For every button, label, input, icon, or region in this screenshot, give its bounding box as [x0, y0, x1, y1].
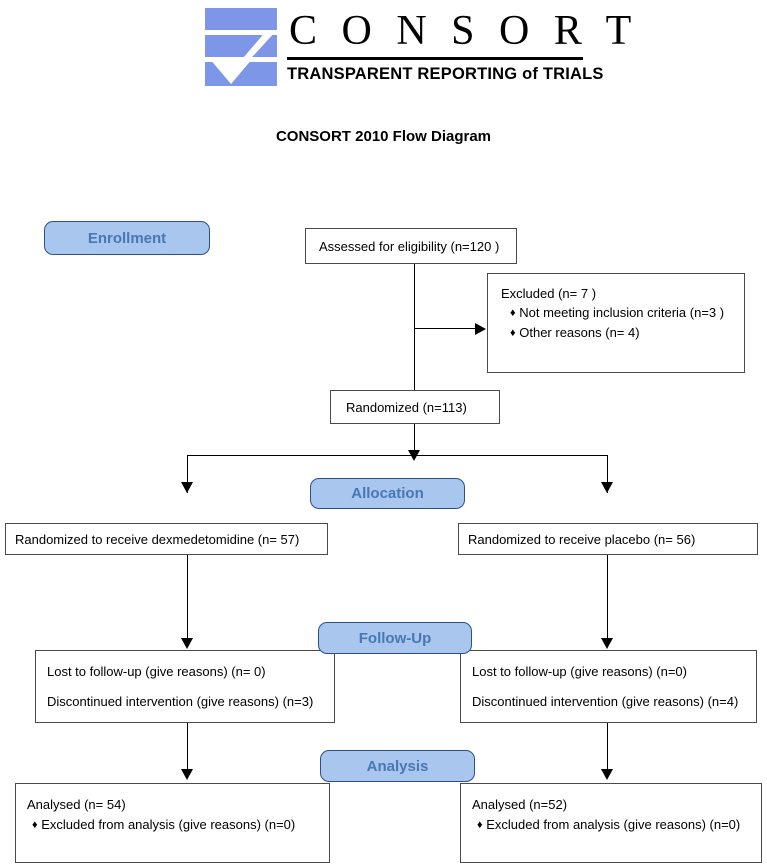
- connector-followup-right-to-analysis: [607, 723, 609, 771]
- box-followup-right: Lost to follow-up (give reasons) (n=0) D…: [460, 650, 757, 723]
- brand-divider: [287, 57, 583, 60]
- arrowhead-followup-right: [601, 638, 613, 649]
- arrowhead-to-excluded: [475, 323, 486, 335]
- diamond-bullet-icon: ♦: [510, 327, 516, 339]
- box-followup-right-line-0: Lost to follow-up (give reasons) (n=0): [472, 664, 687, 679]
- stage-label-allocation: Allocation: [310, 478, 465, 509]
- page-title: CONSORT 2010 Flow Diagram: [275, 128, 492, 145]
- connector-split-horizontal: [187, 455, 608, 457]
- box-followup-left-line-1: Discontinued intervention (give reasons)…: [47, 694, 314, 709]
- box-allocation-left-line-0: Randomized to receive dexmedetomidine (n…: [15, 532, 300, 547]
- consort-logo-block: C O N S O R T TRANSPARENT REPORTING of T…: [205, 6, 639, 90]
- arrowhead-analysis-left: [181, 769, 193, 780]
- connector-randomized-down: [414, 423, 416, 456]
- stage-label-followup: Follow-Up: [318, 622, 472, 654]
- connector-followup-left-to-analysis: [187, 723, 189, 771]
- box-excluded-bullet-1-text: Other reasons (n= 4): [519, 325, 640, 340]
- diamond-bullet-icon: ♦: [477, 819, 483, 831]
- box-excluded-bullet-0-text: Not meeting inclusion criteria (n=3 ): [519, 305, 725, 320]
- arrowhead-randomized-down: [408, 450, 420, 461]
- box-allocation-right-line-0: Randomized to receive placebo (n= 56): [468, 532, 696, 547]
- box-followup-left-line-0: Lost to follow-up (give reasons) (n= 0): [47, 664, 266, 679]
- box-analysis-right-heading: Analysed (n=52): [472, 797, 568, 812]
- arrowhead-alloc-right: [601, 482, 613, 493]
- box-allocation-right: Randomized to receive placebo (n= 56): [458, 523, 758, 555]
- box-analysis-right-bullet-0: ♦ Excluded from analysis (give reasons) …: [472, 816, 761, 834]
- brand-text: C O N S O R T: [289, 8, 639, 54]
- connector-alloc-right-to-followup: [607, 554, 609, 642]
- diamond-bullet-icon: ♦: [510, 307, 516, 319]
- stage-label-analysis: Analysis: [320, 750, 475, 782]
- box-excluded-heading: Excluded (n= 7 ): [501, 286, 597, 301]
- box-randomized: Randomized (n=113): [330, 390, 500, 424]
- box-analysis-left: Analysed (n= 54) ♦ Excluded from analysi…: [15, 783, 330, 863]
- connector-split-right-down: [607, 455, 609, 493]
- arrowhead-alloc-left: [181, 482, 193, 493]
- diamond-bullet-icon: ♦: [32, 819, 38, 831]
- arrowhead-followup-left: [181, 638, 193, 649]
- box-analysis-left-bullet-0: ♦ Excluded from analysis (give reasons) …: [27, 816, 329, 834]
- arrowhead-analysis-right: [601, 769, 613, 780]
- brand-tagline: TRANSPARENT REPORTING of TRIALS: [287, 65, 604, 83]
- box-analysis-left-bullet-0-text: Excluded from analysis (give reasons) (n…: [41, 817, 296, 832]
- consort-wordmark: C O N S O R T TRANSPARENT REPORTING of T…: [287, 6, 639, 88]
- box-excluded-bullet-0: ♦ Not meeting inclusion criteria (n=3 ): [501, 304, 744, 322]
- connector-branch-to-excluded: [414, 328, 477, 330]
- box-analysis-left-heading: Analysed (n= 54): [27, 797, 126, 812]
- box-randomized-line-0: Randomized (n=113): [346, 400, 467, 415]
- box-excluded-bullet-1: ♦ Other reasons (n= 4): [501, 324, 744, 342]
- connector-assessed-to-randomized: [414, 263, 416, 390]
- box-followup-right-line-1: Discontinued intervention (give reasons)…: [472, 694, 739, 709]
- stage-label-enrollment: Enrollment: [44, 221, 210, 255]
- connector-split-left-down: [187, 455, 189, 493]
- box-followup-left: Lost to follow-up (give reasons) (n= 0) …: [35, 650, 335, 723]
- box-analysis-right: Analysed (n=52) ♦ Excluded from analysis…: [460, 783, 762, 863]
- connector-alloc-left-to-followup: [187, 554, 189, 642]
- box-assessed-for-eligibility: Assessed for eligibility (n=120 ): [305, 228, 517, 264]
- box-excluded: Excluded (n= 7 ) ♦ Not meeting inclusion…: [487, 273, 745, 373]
- box-analysis-right-bullet-0-text: Excluded from analysis (give reasons) (n…: [486, 817, 741, 832]
- box-assessed-line-0: Assessed for eligibility (n=120 ): [319, 239, 500, 254]
- consort-logo-icon: [205, 8, 277, 86]
- box-allocation-left: Randomized to receive dexmedetomidine (n…: [5, 523, 328, 555]
